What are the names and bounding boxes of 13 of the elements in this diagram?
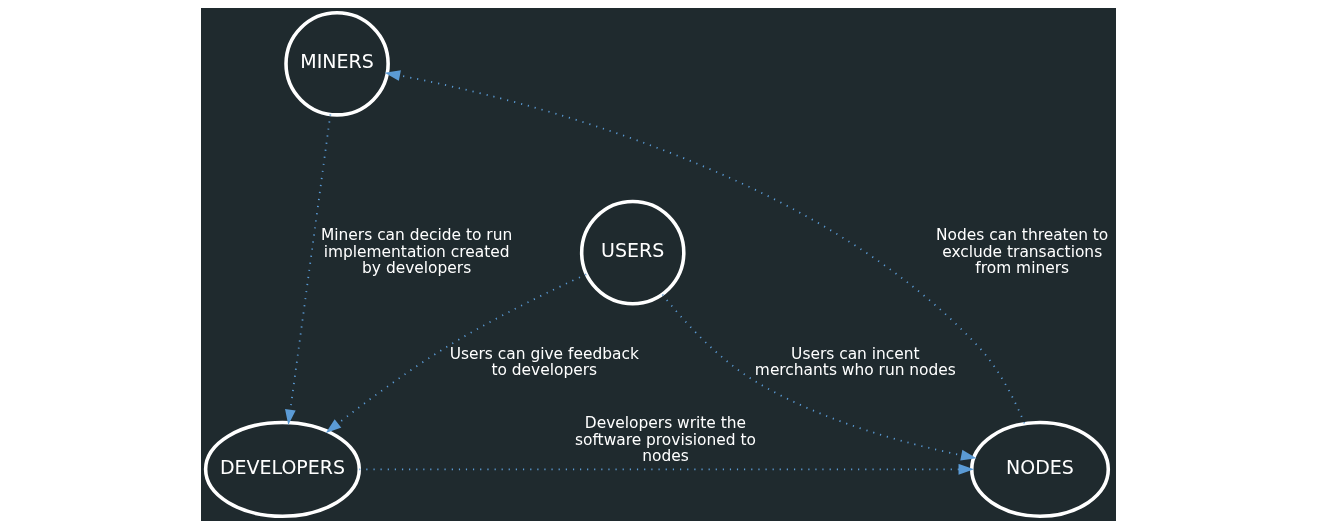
node-ellipse: NODES [969, 420, 1111, 518]
node-circle: USERS [579, 199, 686, 306]
arrow [325, 273, 588, 433]
edge-label: Developers write the software provisioned to nodes [574, 414, 756, 466]
edge-label: Nodes can threaten to exclude transactions from miners [936, 226, 1109, 278]
edge-label: Miners can decide to run implementation created by developers [321, 226, 513, 278]
node-circle: MINERS [284, 11, 390, 117]
arrow [285, 113, 332, 426]
edge-label: Users can give feedback to developers [449, 344, 639, 380]
arrow [384, 70, 1026, 425]
arrow [358, 463, 974, 475]
edge-label: Users can incent merchants who run nodes [754, 344, 956, 380]
arrow [661, 293, 977, 461]
